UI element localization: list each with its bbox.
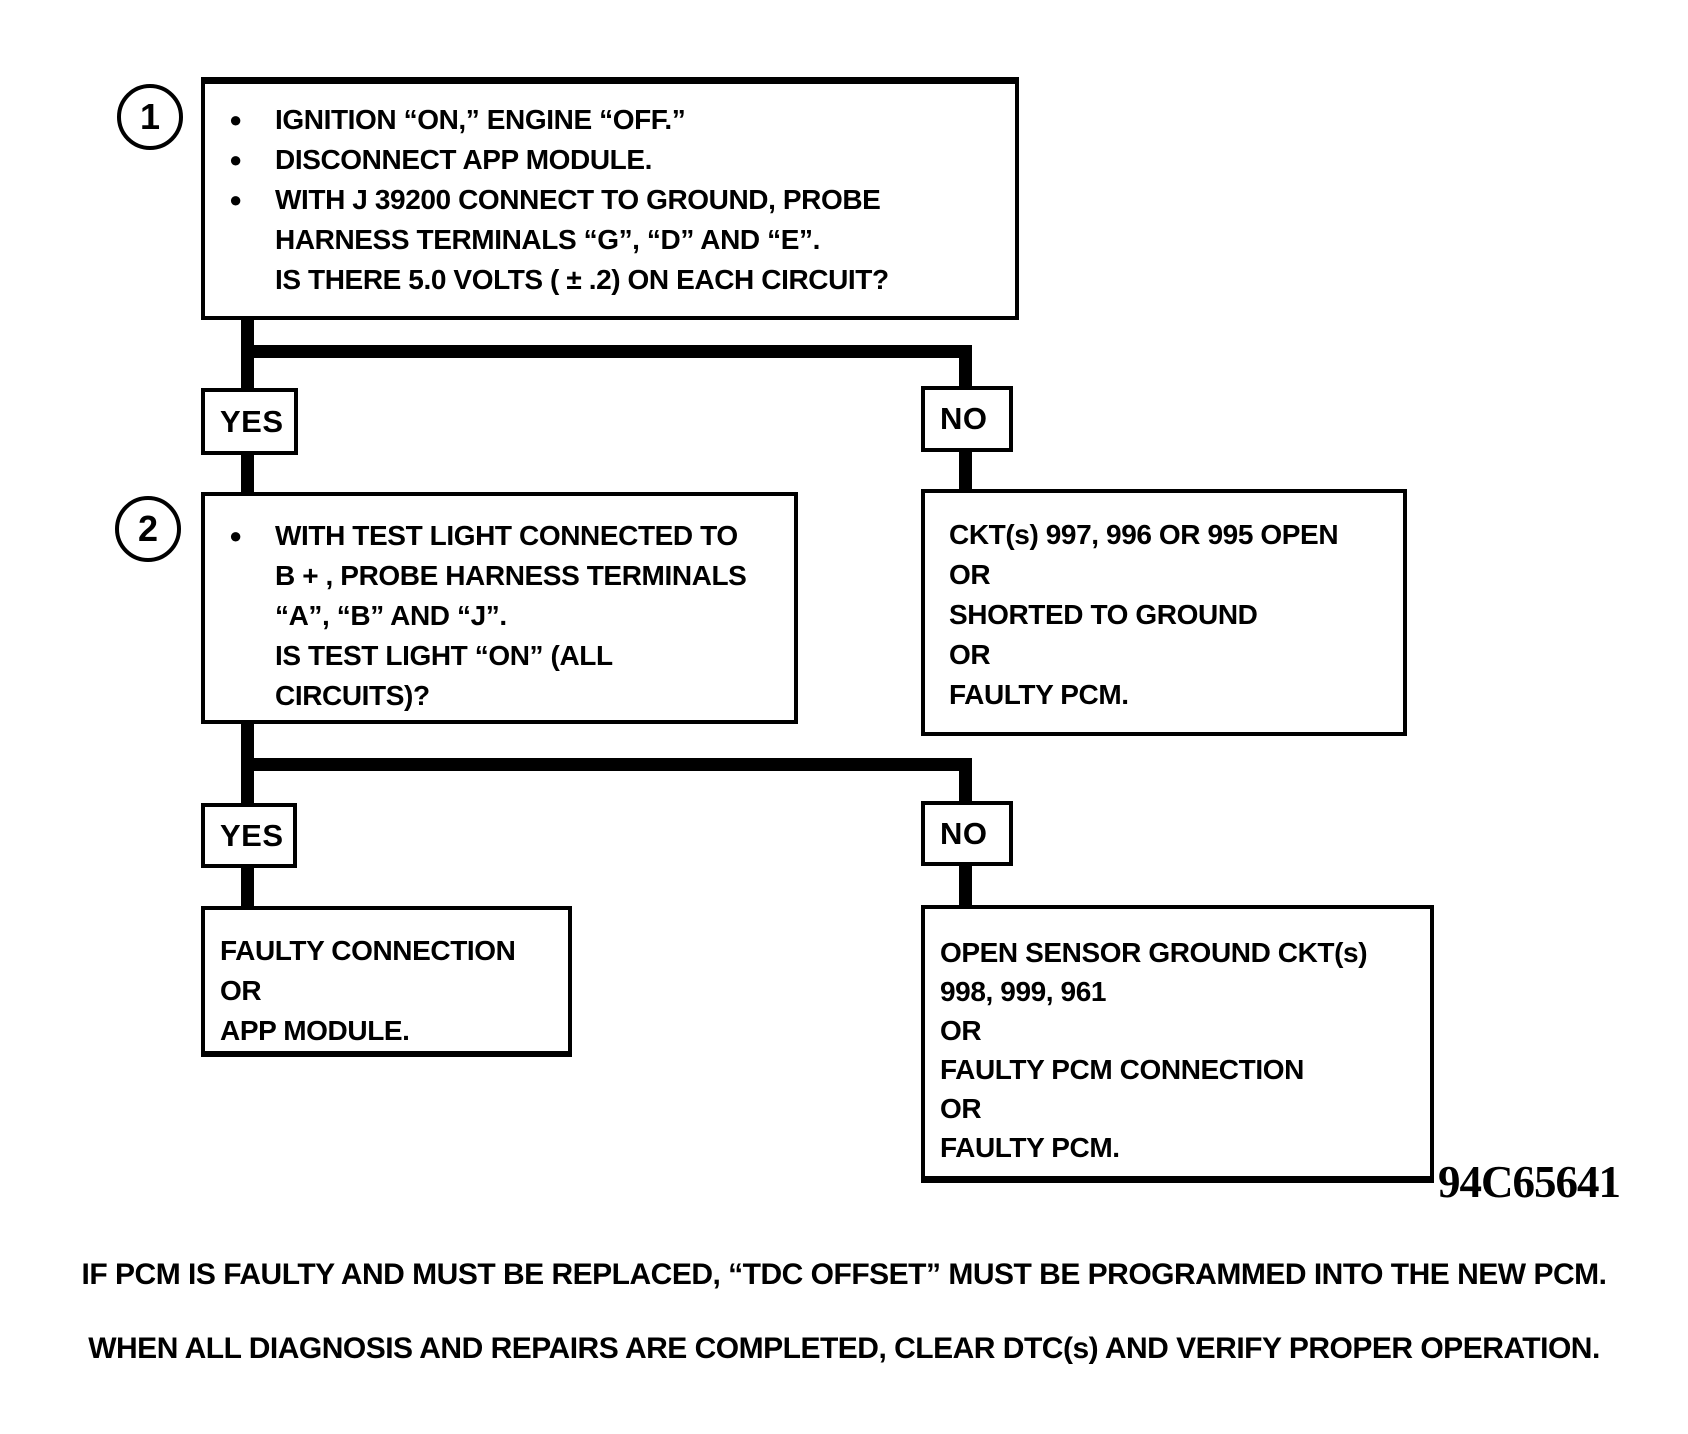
step-1-box: ● IGNITION “ON,” ENGINE “OFF.” ● DISCONN… bbox=[201, 77, 1019, 320]
connector-no2-down bbox=[959, 866, 972, 905]
step-2-box: ● WITH TEST LIGHT CONNECTED TO B + , PRO… bbox=[201, 492, 798, 724]
connector-branch2-no bbox=[959, 758, 972, 801]
step-1-bullet-1: ● IGNITION “ON,” ENGINE “OFF.” bbox=[229, 100, 1001, 140]
footer-note-1: IF PCM IS FAULTY AND MUST BE REPLACED, “… bbox=[81, 1258, 1607, 1291]
result-no2-line: 998, 999, 961 bbox=[940, 976, 1107, 1007]
step-1-bullet-2-line: DISCONNECT APP MODULE. bbox=[275, 144, 653, 175]
result-yes2-line: OR bbox=[220, 975, 262, 1006]
step-2-number-circle: 2 bbox=[115, 496, 181, 562]
step-2-bullet-1-line: IS TEST LIGHT “ON” (ALL bbox=[275, 640, 613, 671]
figure-code: 94C65641 bbox=[1438, 1157, 1621, 1207]
result-no2-line: OR bbox=[940, 1015, 982, 1046]
result-no1-line: FAULTY PCM. bbox=[949, 679, 1129, 710]
connector-no1-down bbox=[959, 452, 972, 489]
step-1-bullet-3-line: IS THERE 5.0 VOLTS ( ± .2) ON EACH CIRCU… bbox=[275, 264, 889, 295]
connector-yes1-down bbox=[241, 455, 254, 492]
connector-branch1-no bbox=[959, 345, 972, 386]
branch-2-yes-box: YES bbox=[201, 803, 297, 868]
step-2-bullet-1: ● WITH TEST LIGHT CONNECTED TO B + , PRO… bbox=[229, 516, 784, 716]
step-2-bullet-1-line: CIRCUITS)? bbox=[275, 680, 430, 711]
result-no2-box: OPEN SENSOR GROUND CKT(s) 998, 999, 961 … bbox=[921, 905, 1434, 1183]
result-yes2-line: FAULTY CONNECTION bbox=[220, 935, 516, 966]
bullet-icon: ● bbox=[229, 187, 242, 212]
result-no1-line: SHORTED TO GROUND bbox=[949, 599, 1258, 630]
result-yes2-line: APP MODULE. bbox=[220, 1015, 410, 1046]
branch-1-yes-label: YES bbox=[220, 403, 284, 439]
result-no1-line: OR bbox=[949, 559, 991, 590]
step-1-bullet-1-line: IGNITION “ON,” ENGINE “OFF.” bbox=[275, 104, 686, 135]
result-no2-line: OR bbox=[940, 1093, 982, 1124]
result-no2-line: FAULTY PCM. bbox=[940, 1132, 1120, 1163]
bullet-icon: ● bbox=[229, 107, 242, 132]
branch-2-yes-label: YES bbox=[220, 817, 284, 853]
bullet-icon: ● bbox=[229, 147, 242, 172]
branch-2-no-label: NO bbox=[940, 815, 988, 851]
step-2-bullet-1-line: “A”, “B” AND “J”. bbox=[275, 600, 507, 631]
branch-1-no-label: NO bbox=[940, 401, 988, 436]
connector-branch1-bar bbox=[241, 345, 972, 358]
branch-1-no-box: NO bbox=[921, 386, 1013, 452]
branch-2-no-box: NO bbox=[921, 801, 1013, 866]
result-no2-line: FAULTY PCM CONNECTION bbox=[940, 1054, 1304, 1085]
result-no1-line: CKT(s) 997, 996 OR 995 OPEN bbox=[949, 519, 1339, 550]
step-1-bullet-3: ● WITH J 39200 CONNECT TO GROUND, PROBE … bbox=[229, 180, 1001, 300]
step-1-bullet-3-line: WITH J 39200 CONNECT TO GROUND, PROBE bbox=[275, 184, 881, 215]
result-no1-box: CKT(s) 997, 996 OR 995 OPEN OR SHORTED T… bbox=[921, 489, 1407, 736]
branch-1-yes-box: YES bbox=[201, 388, 298, 455]
bullet-icon: ● bbox=[229, 523, 242, 548]
step-2-bullet-1-line: B + , PROBE HARNESS TERMINALS bbox=[275, 560, 747, 591]
result-yes2-box: FAULTY CONNECTION OR APP MODULE. bbox=[201, 906, 572, 1057]
step-2-bullet-1-line: WITH TEST LIGHT CONNECTED TO bbox=[275, 520, 738, 551]
step-1-bullet-3-line: HARNESS TERMINALS “G”, “D” AND “E”. bbox=[275, 224, 820, 255]
step-1-bullet-2: ● DISCONNECT APP MODULE. bbox=[229, 140, 1001, 180]
result-no1-line: OR bbox=[949, 639, 991, 670]
footer-note-2: WHEN ALL DIAGNOSIS AND REPAIRS ARE COMPL… bbox=[88, 1332, 1600, 1365]
step-1-number-circle: 1 bbox=[117, 84, 183, 150]
result-no2-line: OPEN SENSOR GROUND CKT(s) bbox=[940, 937, 1368, 968]
connector-branch2-bar bbox=[241, 758, 972, 771]
connector-yes2-down bbox=[241, 868, 254, 906]
